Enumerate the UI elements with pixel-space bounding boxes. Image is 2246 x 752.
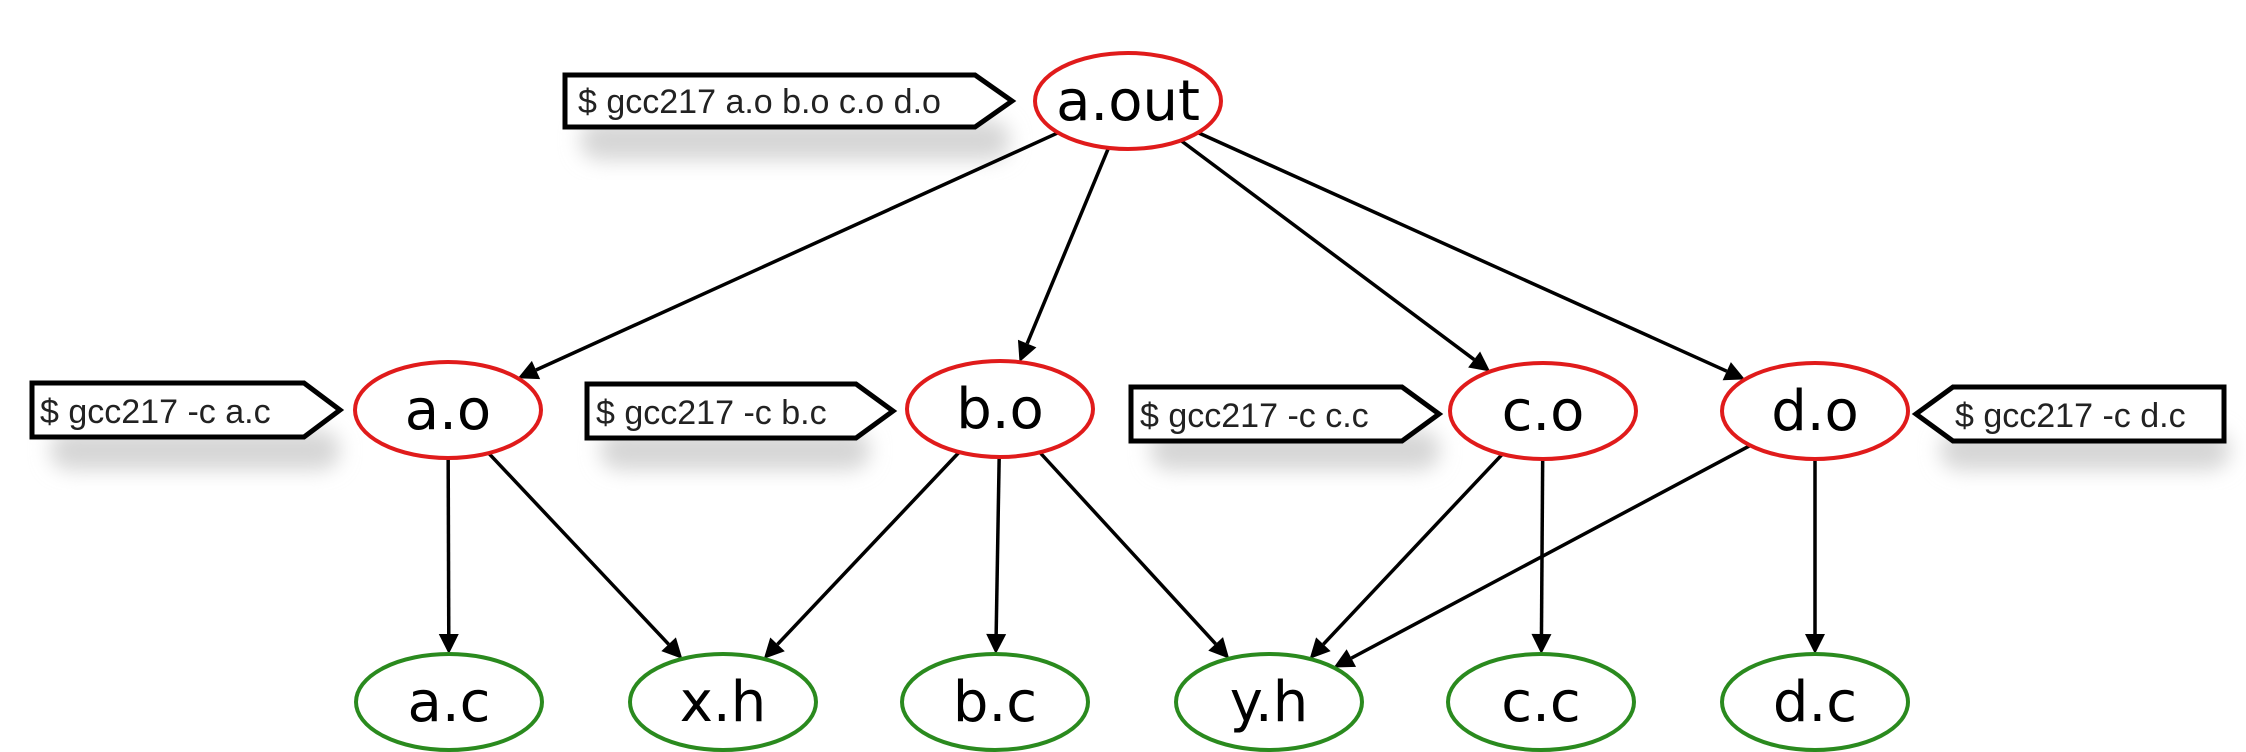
- node-ac: a.c: [354, 652, 544, 752]
- command-link-label: $ gcc217 a.o b.o c.o d.o: [578, 83, 941, 121]
- node-aout-ellipse: [1033, 51, 1223, 151]
- edge-aout-to-do: [1197, 130, 1728, 373]
- shadow-compile-a: [50, 430, 340, 470]
- shadow-link-command: [580, 120, 1010, 160]
- command-compile-b: $ gcc217 -c b.c: [584, 381, 898, 441]
- node-aout-label: a.out: [1056, 69, 1200, 134]
- node-xh: x.h: [628, 652, 818, 752]
- edge-do-to-yh: [1350, 443, 1752, 660]
- arrowhead-ao-to-xh: [661, 637, 683, 659]
- command-compile-a-box: [29, 380, 345, 440]
- node-ac-ellipse: [354, 652, 544, 752]
- node-do-label: d.o: [1771, 379, 1859, 444]
- command-link-box: [562, 72, 1017, 130]
- node-bc: b.c: [900, 652, 1090, 752]
- edge-bo-to-bc: [994, 456, 1001, 635]
- arrowhead-ao-to-ac: [438, 633, 459, 655]
- node-ac-label: a.c: [408, 670, 491, 735]
- arrowhead-co-to-yh: [1309, 637, 1331, 659]
- graph-nodes: a.out a.o b.o c.o d.o a.c x.h b.c y.h c.c d.c: [353, 51, 1910, 752]
- edge-bo-to-xh: [776, 450, 961, 646]
- arrowhead-do-to-dc: [1805, 634, 1825, 654]
- node-yh-ellipse: [1174, 652, 1364, 752]
- node-ao-ellipse: [353, 360, 543, 460]
- node-dc-label: d.c: [1773, 670, 1857, 735]
- command-compile-c: $ gcc217 -c c.c: [1128, 384, 1444, 444]
- node-do: d.o: [1720, 361, 1910, 461]
- node-bo-ellipse: [905, 359, 1095, 459]
- edge-co-to-yh: [1322, 452, 1504, 646]
- node-cc: c.c: [1446, 652, 1636, 752]
- node-cc-label: c.c: [1501, 670, 1580, 735]
- dependency-edges: [438, 130, 1825, 668]
- command-link: $ gcc217 a.o b.o c.o d.o: [562, 72, 1017, 130]
- node-cc-ellipse: [1446, 652, 1636, 752]
- edge-co-to-cc: [1539, 458, 1545, 635]
- edge-aout-to-ao: [535, 131, 1059, 372]
- node-xh-label: x.h: [680, 670, 766, 735]
- node-xh-ellipse: [628, 652, 818, 752]
- arrowhead-aout-to-co: [1468, 351, 1491, 372]
- node-bo: b.o: [905, 359, 1095, 459]
- node-ao: a.o: [353, 360, 543, 460]
- command-compile-b-label: $ gcc217 -c b.c: [596, 394, 827, 432]
- node-bo-label: b.o: [956, 377, 1044, 442]
- node-ao-label: a.o: [405, 378, 491, 443]
- arrowhead-co-to-cc: [1531, 633, 1552, 655]
- command-compile-b-box: [584, 381, 898, 441]
- node-yh-label: y.h: [1230, 670, 1308, 735]
- command-compile-a-label: $ gcc217 -c a.c: [40, 393, 271, 431]
- node-dc-ellipse: [1720, 652, 1910, 752]
- command-compile-d: $ gcc217 -c d.c: [1911, 384, 2227, 444]
- node-co: c.o: [1448, 361, 1638, 461]
- command-compile-a: $ gcc217 -c a.c: [29, 380, 345, 440]
- node-bc-label: b.c: [953, 670, 1037, 735]
- arrowhead-bo-to-bc: [986, 633, 1007, 655]
- edge-ao-to-xh: [487, 451, 670, 646]
- arrowhead-bo-to-yh: [1208, 637, 1230, 659]
- node-co-ellipse: [1448, 361, 1638, 461]
- arrowhead-aout-to-bo: [1017, 339, 1037, 363]
- node-bc-ellipse: [900, 652, 1090, 752]
- edge-ao-to-ac: [446, 457, 451, 635]
- arrowhead-bo-to-xh: [763, 637, 785, 659]
- edge-aout-to-bo: [1025, 147, 1111, 345]
- edge-aout-to-co: [1179, 139, 1476, 361]
- command-compile-c-label: $ gcc217 -c c.c: [1140, 397, 1369, 435]
- command-compile-d-box: [1911, 384, 2227, 444]
- arrowhead-aout-to-ao: [517, 360, 541, 380]
- node-aout: a.out: [1033, 51, 1223, 151]
- node-do-ellipse: [1720, 361, 1910, 461]
- edge-bo-to-yh: [1038, 451, 1217, 646]
- command-compile-c-box: [1128, 384, 1444, 444]
- node-dc: d.c: [1720, 652, 1910, 752]
- command-compile-d-label: $ gcc217 -c d.c: [1955, 397, 2186, 435]
- node-co-label: c.o: [1502, 379, 1585, 444]
- arrowhead-do-to-yh: [1333, 649, 1357, 668]
- node-yh: y.h: [1174, 652, 1364, 752]
- arrowhead-aout-to-do: [1722, 362, 1745, 381]
